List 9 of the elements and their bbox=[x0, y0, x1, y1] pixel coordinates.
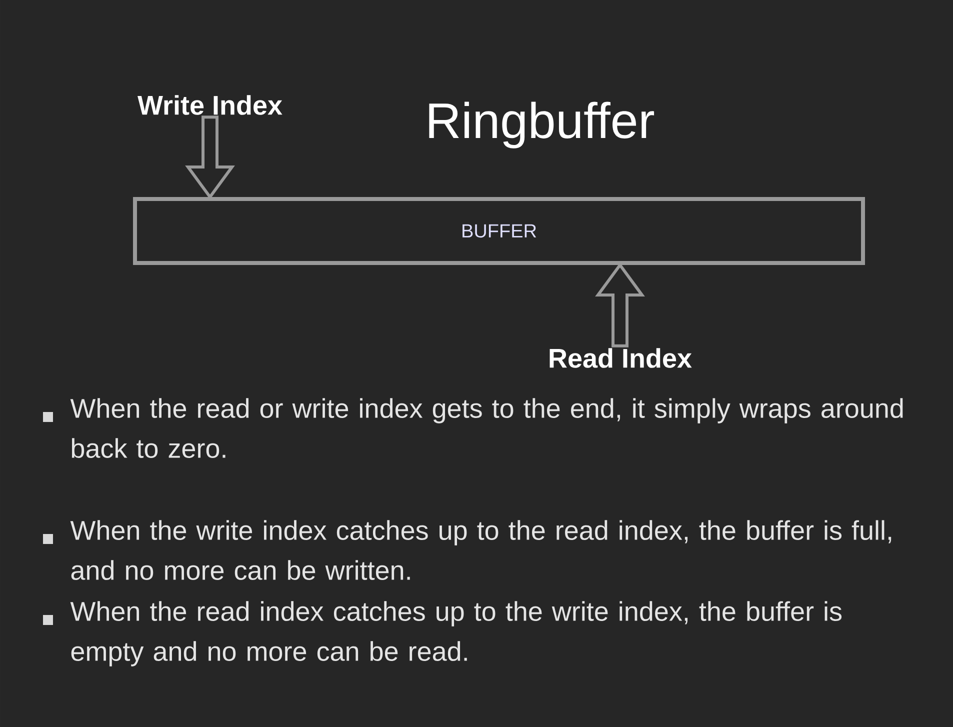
bullet-text: When the write index catches up to the read index, the buffer is full, and no more can be written. bbox=[70, 520, 892, 580]
block-arrow bbox=[595, 262, 645, 348]
slide-title: Ringbuffer bbox=[429, 102, 654, 148]
buffer-box: BUFFER bbox=[133, 196, 865, 265]
bullet-text: When the read index catches up to the write index, the buffer is empty and no more can be read. bbox=[70, 601, 842, 666]
index-label: Write Index bbox=[138, 95, 282, 115]
index-label: Read Index bbox=[550, 348, 692, 368]
bullet-text: When the read or write index gets to the end, it simply wraps around back to zero. bbox=[70, 398, 903, 458]
block-arrow bbox=[185, 116, 235, 200]
